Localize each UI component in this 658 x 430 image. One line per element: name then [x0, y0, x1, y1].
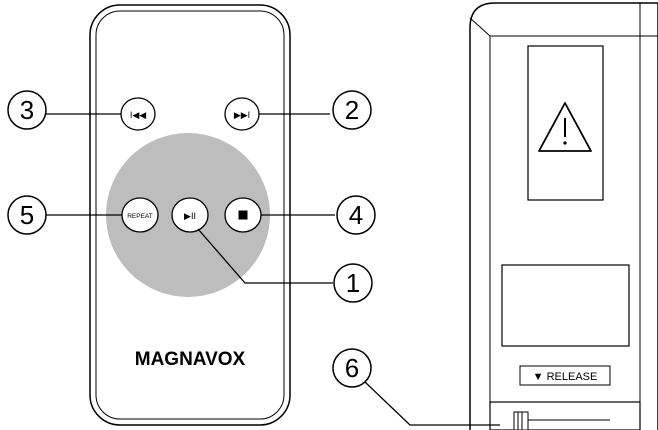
- repeat-button[interactable]: REPEAT: [121, 197, 159, 233]
- callout-1: 1: [333, 263, 373, 303]
- remote-front: I◀◀ ▶▶I REPEAT ▶II MAGNAVOX: [89, 4, 291, 426]
- battery-cover-panel: [501, 264, 630, 347]
- battery-tray[interactable]: [489, 401, 641, 430]
- svg-text:2: 2: [345, 95, 359, 125]
- previous-button[interactable]: I◀◀: [120, 97, 156, 131]
- callout-2: 2: [332, 90, 372, 130]
- callout-leaders: [45, 113, 500, 426]
- release-tab[interactable]: ▼ RELEASE: [519, 365, 611, 386]
- callout-4: 4: [336, 195, 376, 235]
- remote-back-corner-line-left: [469, 17, 491, 37]
- warning-triangle-icon: [538, 102, 592, 152]
- svg-text:4: 4: [349, 200, 363, 230]
- stop-icon: [238, 210, 248, 220]
- svg-text:1: 1: [346, 268, 360, 298]
- play-pause-button[interactable]: ▶II: [171, 197, 209, 233]
- leader-1: [197, 228, 333, 284]
- svg-text:5: 5: [20, 200, 34, 230]
- stop-button[interactable]: [224, 197, 262, 233]
- callout-5: 5: [7, 195, 47, 235]
- svg-text:3: 3: [20, 95, 34, 125]
- release-label: ▼ RELEASE: [533, 371, 598, 383]
- skip-previous-icon: I◀◀: [130, 110, 146, 120]
- remote-back: ▼ RELEASE: [469, 2, 658, 430]
- callout-6: 6: [332, 348, 372, 388]
- next-button[interactable]: ▶▶I: [224, 97, 260, 131]
- play-pause-icon: ▶II: [184, 211, 196, 221]
- svg-text:6: 6: [345, 353, 359, 383]
- skip-next-icon: ▶▶I: [234, 110, 250, 120]
- leader-6: [364, 381, 500, 426]
- callout-3: 3: [7, 90, 47, 130]
- repeat-label: REPEAT: [127, 213, 153, 220]
- brand-logo: MAGNAVOX: [135, 349, 246, 370]
